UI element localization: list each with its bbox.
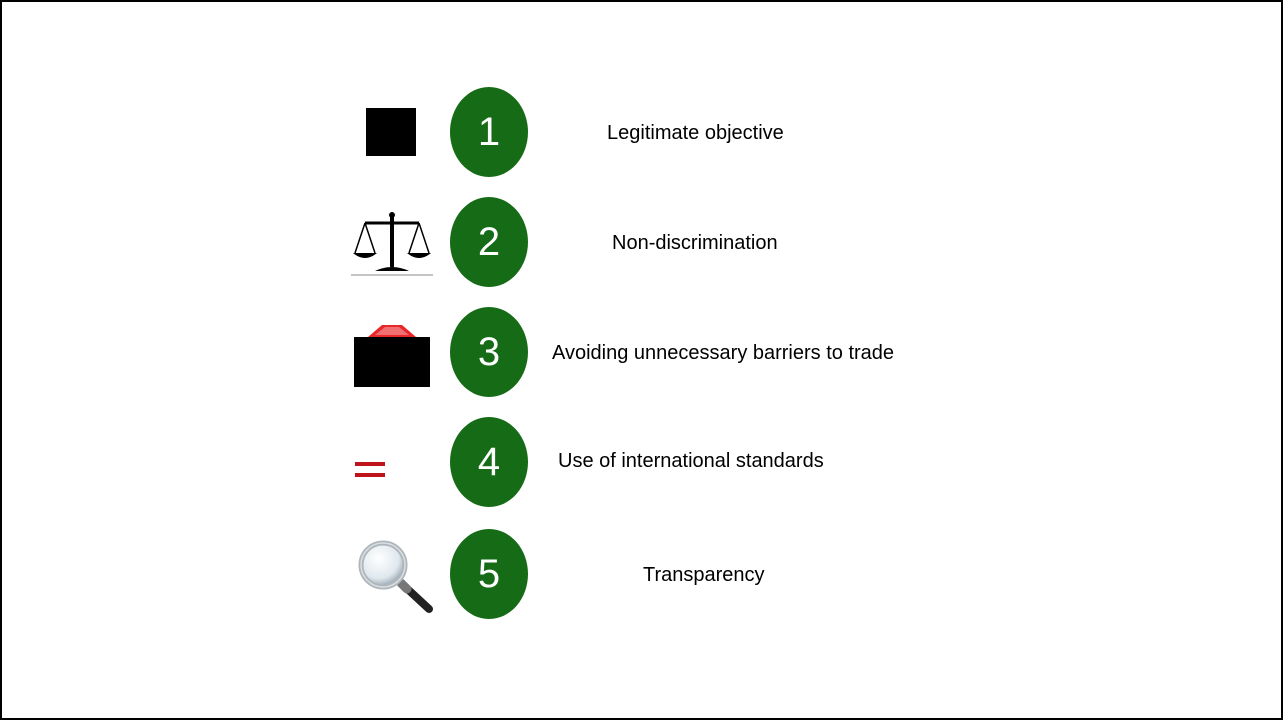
scales-icon: [349, 209, 435, 277]
list-item-1: 1 Legitimate objective: [2, 87, 1281, 177]
number-badge: 4: [450, 417, 528, 507]
item-label: Legitimate objective: [607, 122, 784, 144]
item-label: Non-discrimination: [612, 232, 778, 254]
number-badge: 5: [450, 529, 528, 619]
list-item-3: 3 Avoiding unnecessary barriers to trade: [2, 307, 1281, 397]
item-label: Avoiding unnecessary barriers to trade: [552, 342, 895, 364]
list-item-4: 4 Use of international standards: [2, 417, 1281, 507]
item-label: Use of international standards: [558, 450, 824, 472]
number-badge: 1: [450, 87, 528, 177]
item-label: Transparency: [643, 564, 765, 586]
number-badge: 3: [450, 307, 528, 397]
list-item-2: 2 Non-discrimination: [2, 197, 1281, 287]
list-item-5: 5 Transparency: [2, 529, 1281, 619]
equals-icon: [355, 462, 385, 478]
black-square-icon: [366, 108, 416, 156]
magnifier-icon: [357, 539, 433, 615]
number-badge: 2: [450, 197, 528, 287]
stop-sign-icon: [354, 321, 430, 387]
